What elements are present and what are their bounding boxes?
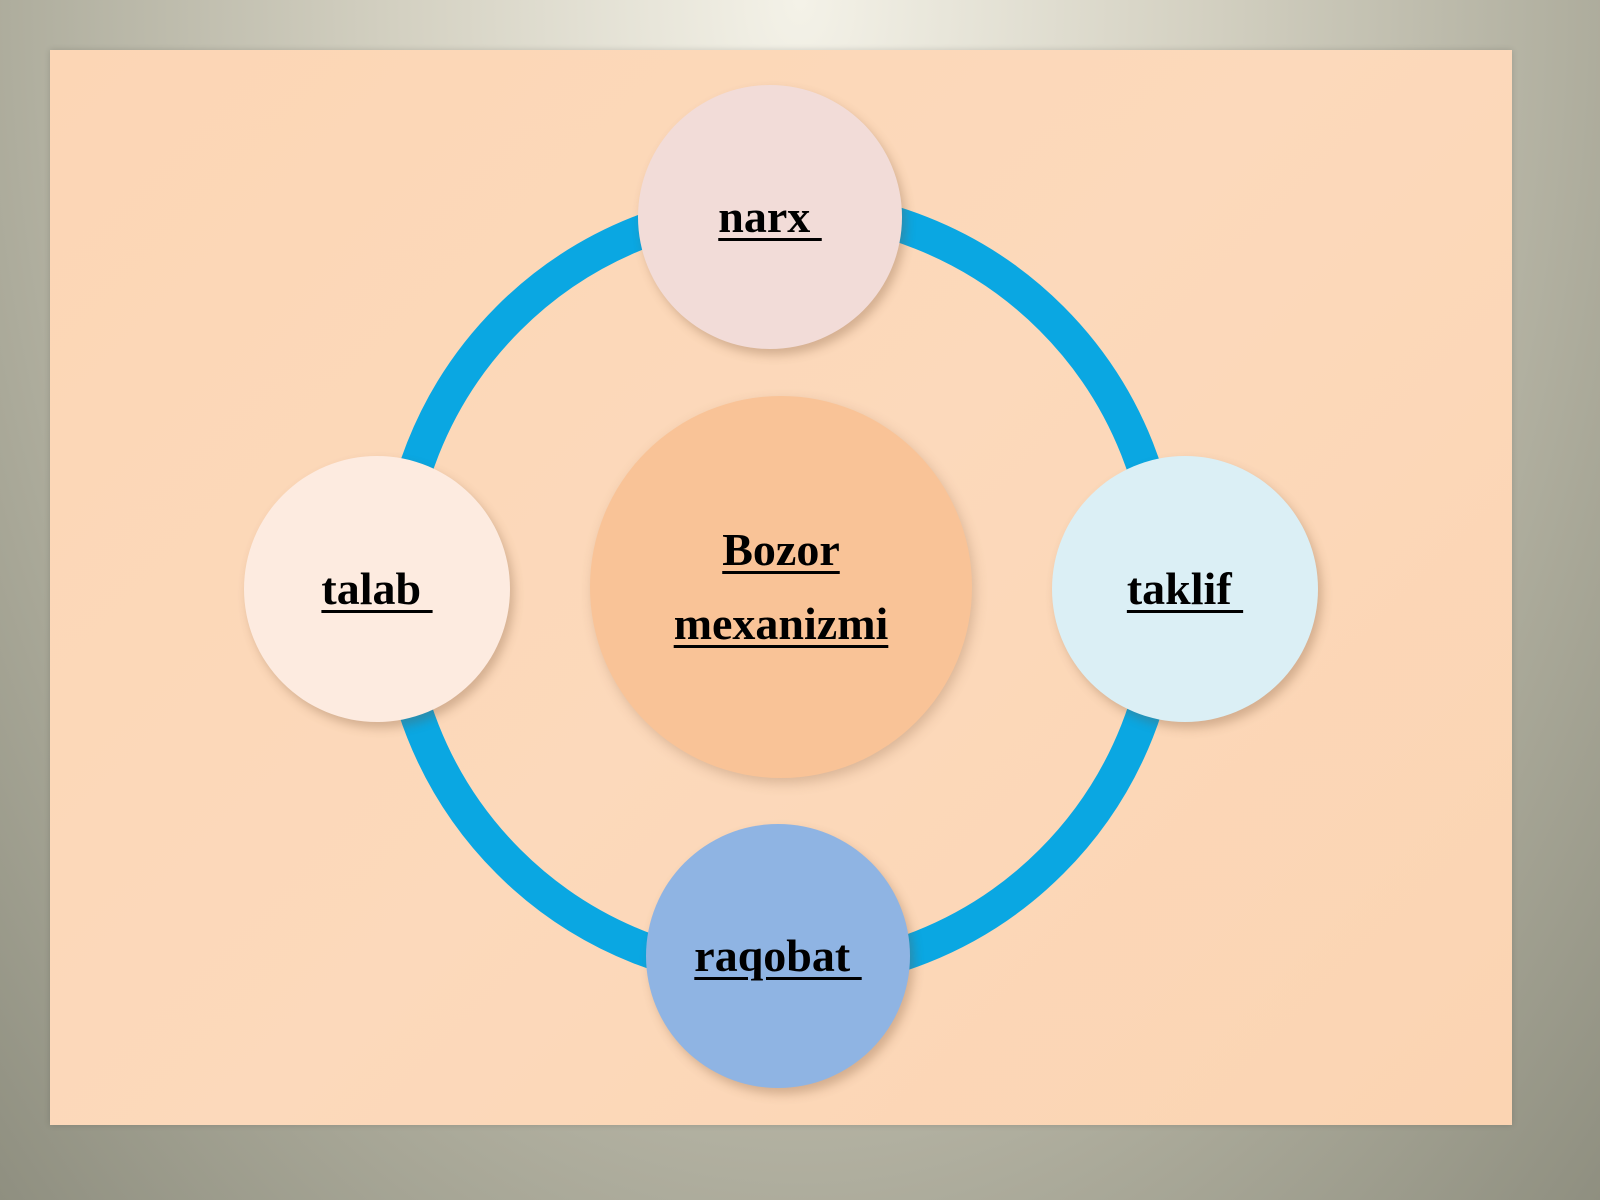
center-label: Bozor mexanizmi: [673, 524, 889, 649]
node-raqobat: raqobat: [646, 824, 910, 1088]
node-taklif: taklif: [1052, 456, 1318, 722]
node-talab-label: talab: [321, 563, 433, 614]
node-bozor-mexanizmi: Bozor mexanizmi: [590, 396, 972, 778]
node-talab: talab: [244, 456, 510, 722]
node-narx-label: narx: [718, 191, 822, 242]
node-narx: narx: [638, 85, 902, 349]
node-raqobat-label: raqobat: [694, 930, 862, 981]
node-taklif-label: taklif: [1126, 563, 1244, 614]
